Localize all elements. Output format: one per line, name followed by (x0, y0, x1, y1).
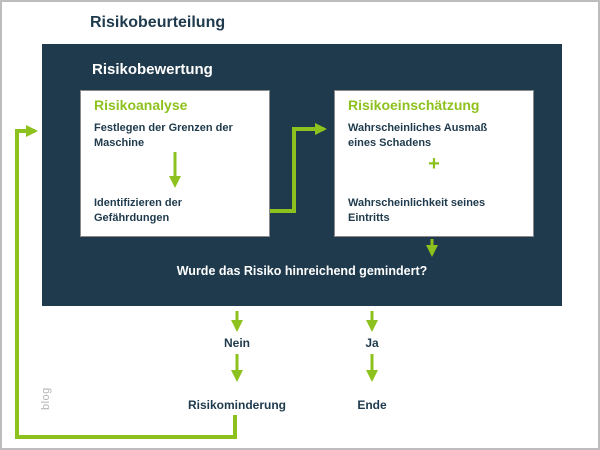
estimation-item-2: Wahrscheinlichkeit seines Eintritts (348, 197, 486, 224)
risikobewertung-panel: Risikobewertung Risikoanalyse Festlegen … (42, 44, 562, 306)
label-nein: Nein (223, 336, 250, 350)
page-title: Risikobeurteilung (90, 14, 226, 31)
label-risikominderung: Risikominderung (187, 398, 286, 412)
risikoeinschaetzung-box: Risikoeinschätzung Wahrscheinliches Ausm… (334, 90, 534, 237)
risikoanalyse-box: Risikoanalyse Festlegen der Grenzen der … (80, 90, 270, 237)
risikoeinschaetzung-title: Risikoeinschätzung (348, 97, 480, 113)
label-ende: Ende (357, 398, 387, 412)
watermark: blog (40, 387, 52, 410)
analysis-step-2: Identifizieren der Gefährdungen (94, 197, 183, 224)
question-text: Wurde das Risiko hinreichend gemindert? (176, 264, 428, 278)
risikoanalyse-title: Risikoanalyse (94, 97, 188, 113)
analysis-step-1: Festlegen der Grenzen der Maschine (94, 122, 233, 149)
label-ja: Ja (365, 336, 379, 350)
estimation-item-1: Wahrscheinliches Ausmaß eines Schadens (348, 122, 488, 149)
panel-title: Risikobewertung (92, 61, 213, 78)
plus-icon: + (428, 153, 440, 175)
